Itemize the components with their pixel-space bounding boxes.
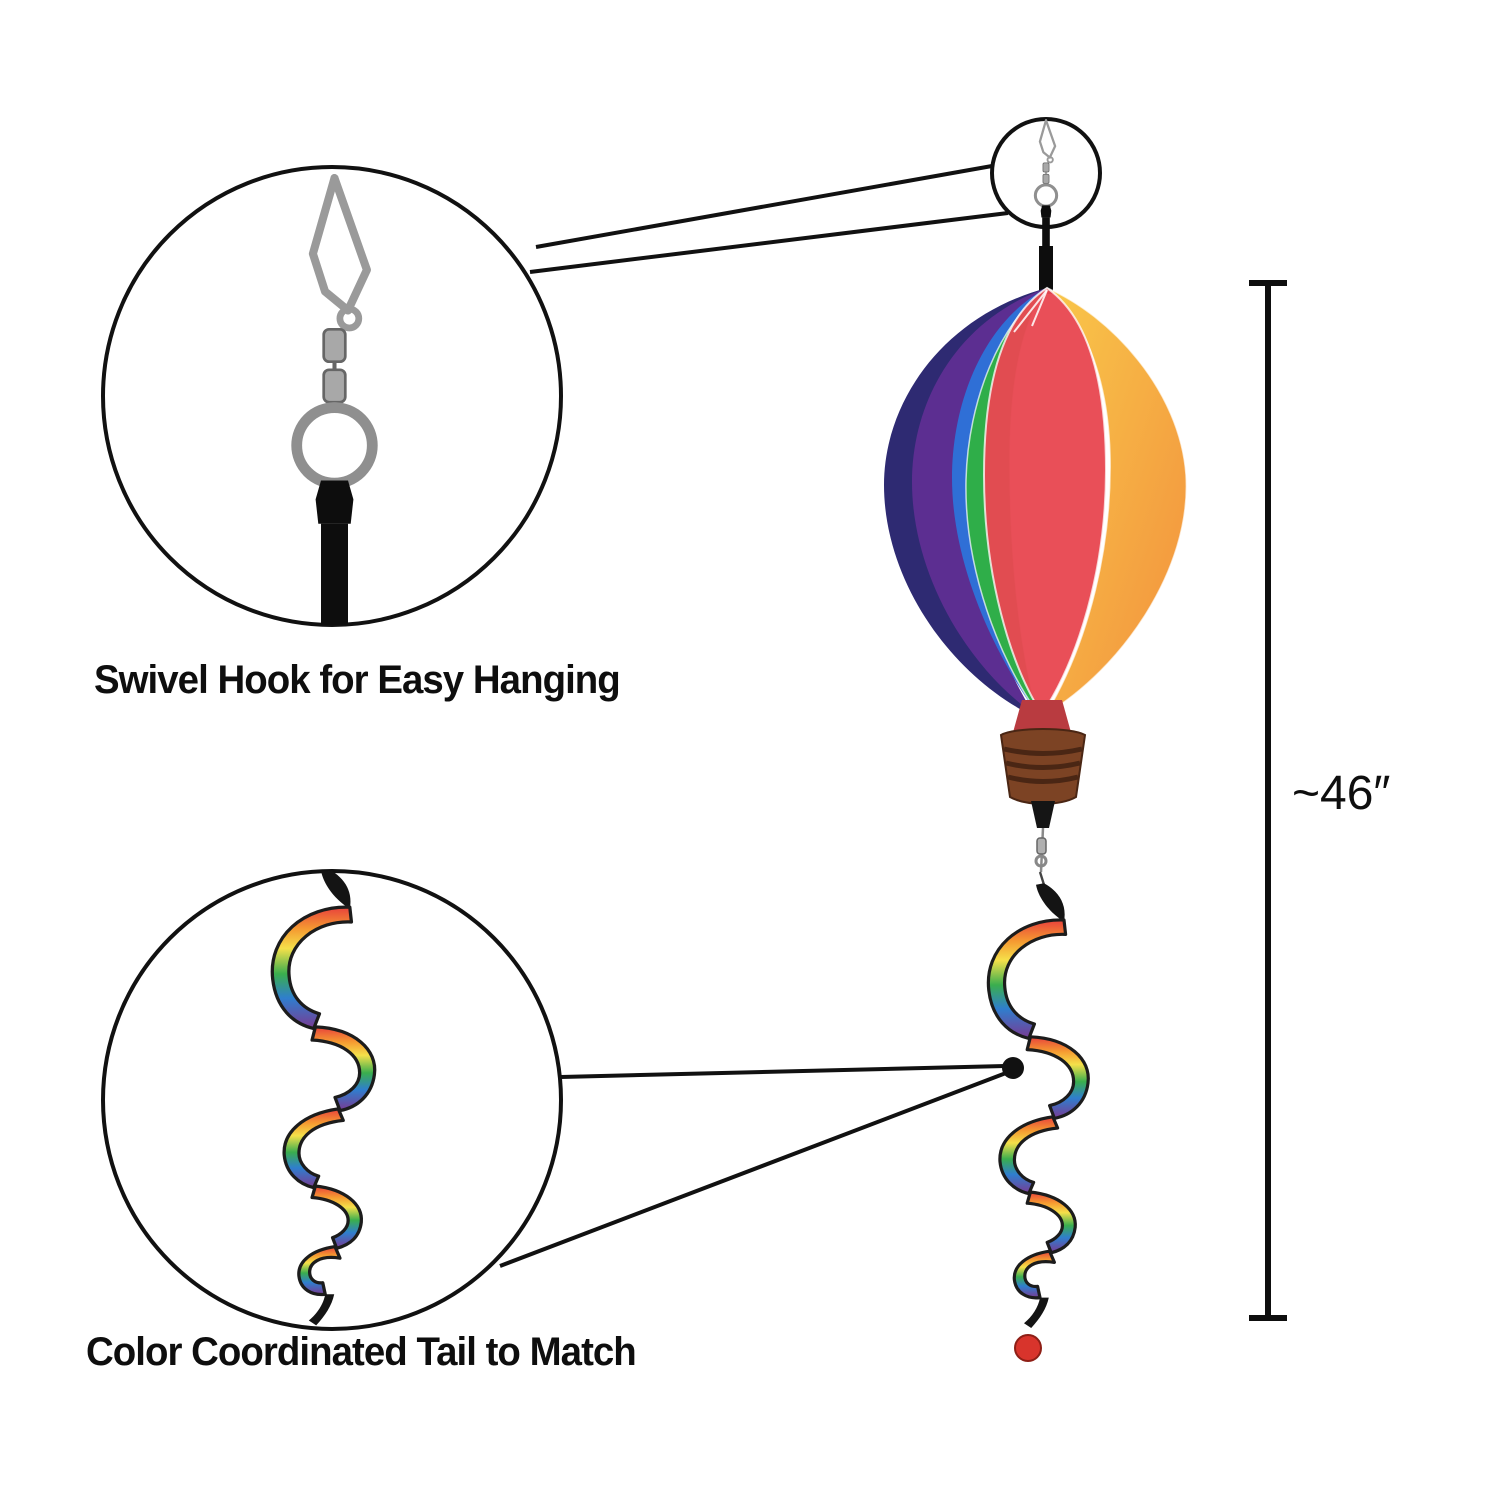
swivel-hook-caption: Swivel Hook for Easy Hanging (94, 658, 621, 702)
swivel-hook-detail-inset (101, 165, 563, 627)
measurement-line (1249, 280, 1287, 1321)
callout-dot (1002, 1057, 1024, 1079)
tail-detail-inset (101, 869, 563, 1331)
leader-lines-swivel (529, 164, 1009, 274)
leader-lines-tail (499, 1064, 1007, 1268)
tail-caption: Color Coordinated Tail to Match (86, 1330, 637, 1374)
product-swivel-highlight-circle (990, 117, 1102, 294)
height-measurement-label: ~46″ (1292, 767, 1391, 820)
balloon-spinner (884, 286, 1188, 873)
hanging-ball (1014, 1334, 1042, 1362)
spiral-tail (986, 870, 1090, 1362)
